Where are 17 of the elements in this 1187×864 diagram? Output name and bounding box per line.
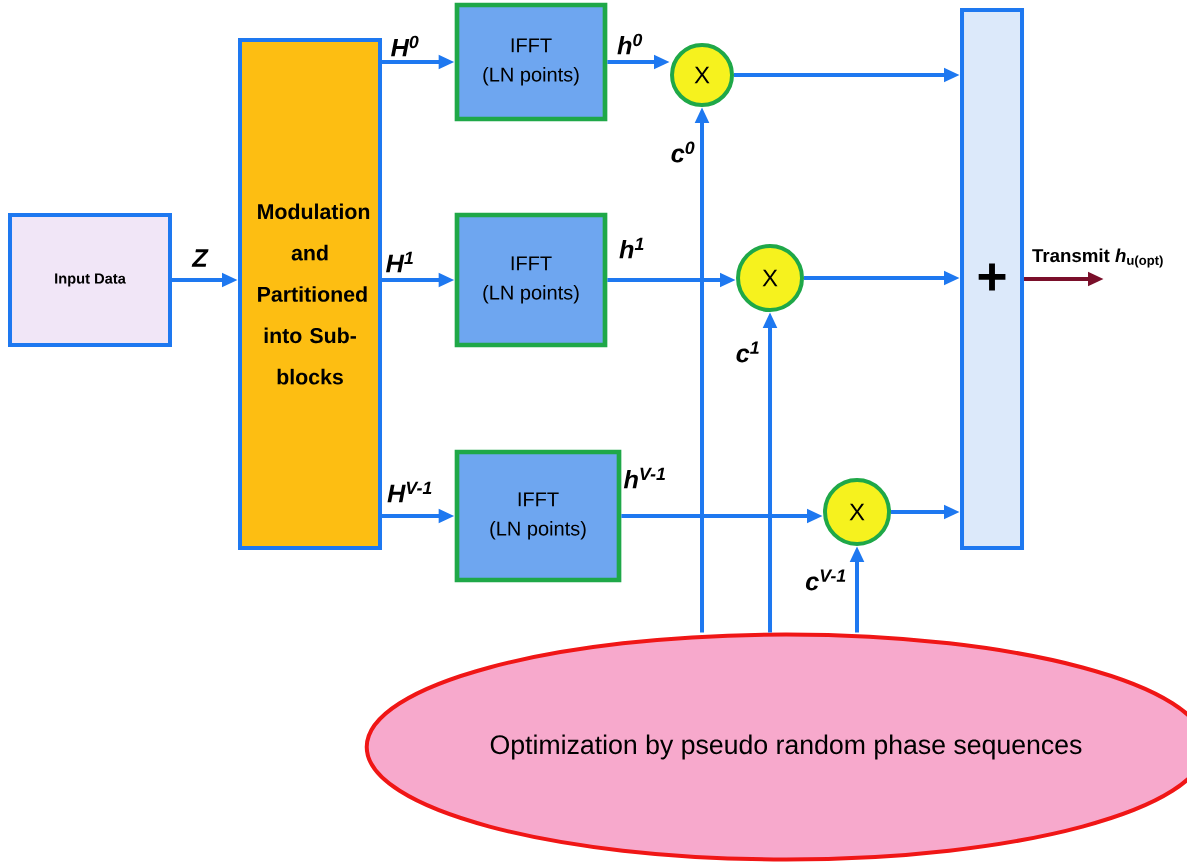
ifft-box: IFFT (LN points) [454, 212, 608, 348]
input-box: Input Data [8, 213, 172, 347]
edge-label: H$^{0}$ [391, 35, 419, 57]
edge-label: Z [191, 249, 209, 267]
edge-label: H$^{1}$ [386, 251, 413, 273]
ifft-box: IFFT (LN points) [454, 2, 608, 122]
edge-label: Transmit h$_{u(opt)}$ [1032, 248, 1163, 268]
edge-label: h$^{0}$ [617, 33, 643, 55]
edge-label: c$^{0}$ [671, 141, 695, 163]
edge-label: h$^{V-1}$ [623, 467, 665, 489]
summing-box: + [960, 8, 1024, 550]
process-box: Modulation and Partitioned into Sub-blocks [238, 38, 382, 550]
edge-label: c$^{V-1}$ [805, 569, 846, 591]
edge-label: c$^{1}$ [736, 341, 759, 363]
ifft-box: IFFT (LN points) [454, 449, 622, 583]
edge-label: h$^{1}$ [619, 237, 644, 259]
edge-label: H$^{V-1}$ [387, 481, 432, 503]
